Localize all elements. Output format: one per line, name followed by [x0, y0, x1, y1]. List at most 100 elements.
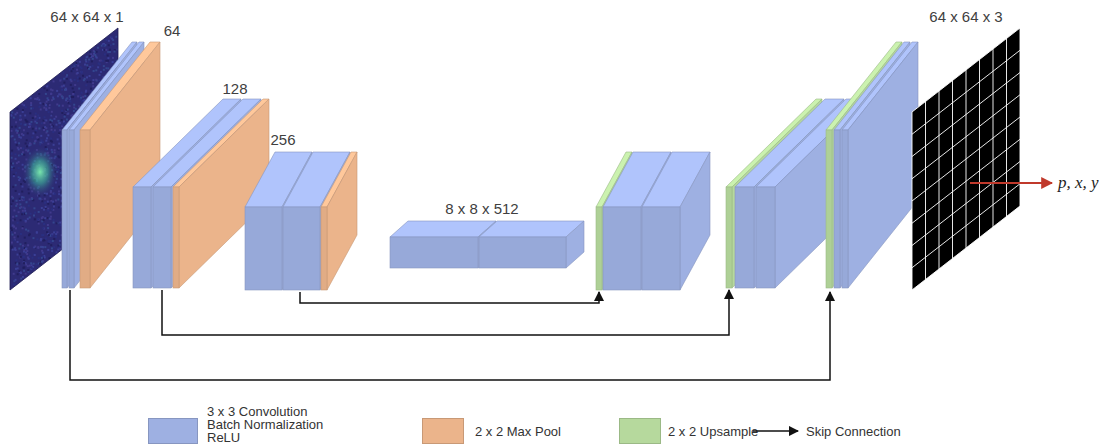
image-noise	[48, 107, 50, 109]
image-noise	[93, 70, 95, 72]
image-noise	[44, 126, 46, 128]
image-noise	[73, 110, 75, 112]
image-noise	[15, 259, 17, 261]
legend-swatch	[422, 418, 464, 444]
dimension-label: 8 x 8 x 512	[445, 200, 518, 218]
image-noise	[113, 51, 115, 53]
image-noise	[25, 248, 27, 250]
image-noise	[18, 270, 20, 272]
image-noise	[14, 232, 16, 234]
image-noise	[68, 98, 70, 100]
image-noise	[79, 95, 81, 97]
image-noise	[69, 98, 71, 100]
image-noise	[76, 69, 78, 71]
slab-front	[596, 207, 602, 290]
image-noise	[17, 235, 19, 237]
image-noise	[86, 56, 88, 58]
image-noise	[89, 51, 91, 53]
image-noise	[40, 263, 42, 265]
image-noise	[50, 114, 52, 116]
image-noise	[77, 80, 79, 82]
output-grid	[912, 28, 1020, 290]
image-noise	[51, 99, 53, 101]
image-noise	[38, 211, 40, 213]
image-noise	[11, 196, 13, 198]
image-noise	[110, 44, 112, 46]
image-noise	[78, 88, 80, 90]
image-noise	[74, 65, 76, 67]
image-noise	[34, 98, 36, 100]
image-noise	[41, 217, 43, 219]
image-noise	[85, 59, 87, 61]
image-noise	[48, 242, 50, 244]
image-noise	[88, 59, 90, 61]
image-noise	[13, 117, 15, 119]
image-noise	[57, 199, 59, 201]
image-noise	[43, 129, 45, 131]
output-label: p, x, y	[1058, 173, 1099, 193]
slab-front	[735, 187, 754, 288]
grid-line	[1020, 28, 1021, 206]
image-noise	[23, 198, 25, 200]
image-noise	[33, 253, 35, 255]
image-noise	[105, 49, 107, 51]
image-noise	[69, 95, 71, 97]
image-noise	[10, 231, 12, 233]
image-noise	[51, 235, 53, 237]
image-noise	[19, 127, 21, 129]
image-noise	[68, 102, 70, 104]
image-noise	[56, 103, 58, 105]
image-noise	[86, 93, 88, 95]
image-noise	[21, 186, 23, 188]
dimension-label: 128	[222, 80, 247, 98]
image-noise	[79, 61, 81, 63]
image-noise	[53, 203, 55, 205]
image-noise	[27, 132, 29, 134]
grid-line	[912, 184, 1020, 268]
image-noise	[30, 121, 32, 123]
image-noise	[15, 158, 17, 160]
skip-connection	[70, 290, 830, 380]
image-noise	[45, 119, 47, 121]
image-noise	[47, 217, 49, 219]
image-noise	[15, 172, 17, 174]
image-noise	[82, 75, 84, 77]
slab-side	[848, 42, 918, 288]
image-noise	[55, 236, 57, 238]
image-noise	[103, 45, 105, 47]
image-noise	[41, 246, 43, 248]
image-noise	[47, 143, 49, 145]
slab-front	[133, 187, 151, 288]
image-noise	[38, 93, 40, 95]
image-noise	[19, 115, 21, 117]
image-noise	[18, 179, 20, 181]
image-noise	[15, 279, 17, 281]
image-noise	[50, 124, 52, 126]
image-noise	[59, 167, 61, 169]
image-noise	[35, 140, 37, 142]
image-noise	[30, 107, 32, 109]
grid-line	[912, 139, 1020, 223]
image-noise	[53, 118, 55, 120]
image-noise	[29, 112, 31, 114]
image-noise	[48, 240, 50, 242]
image-noise	[49, 195, 51, 197]
image-noise	[56, 222, 58, 224]
image-noise	[42, 227, 44, 229]
image-noise	[46, 89, 48, 91]
image-noise	[53, 80, 55, 82]
image-noise	[61, 85, 63, 87]
image-noise	[109, 51, 111, 53]
image-noise	[23, 208, 25, 210]
image-noise	[27, 149, 29, 151]
image-noise	[48, 111, 50, 113]
image-noise	[44, 217, 46, 219]
image-noise	[29, 216, 31, 218]
image-noise	[24, 237, 26, 239]
image-noise	[22, 276, 24, 278]
image-noise	[58, 143, 60, 145]
image-noise	[58, 122, 60, 124]
image-noise	[57, 245, 59, 247]
image-noise	[104, 45, 106, 47]
image-noise	[24, 114, 26, 116]
